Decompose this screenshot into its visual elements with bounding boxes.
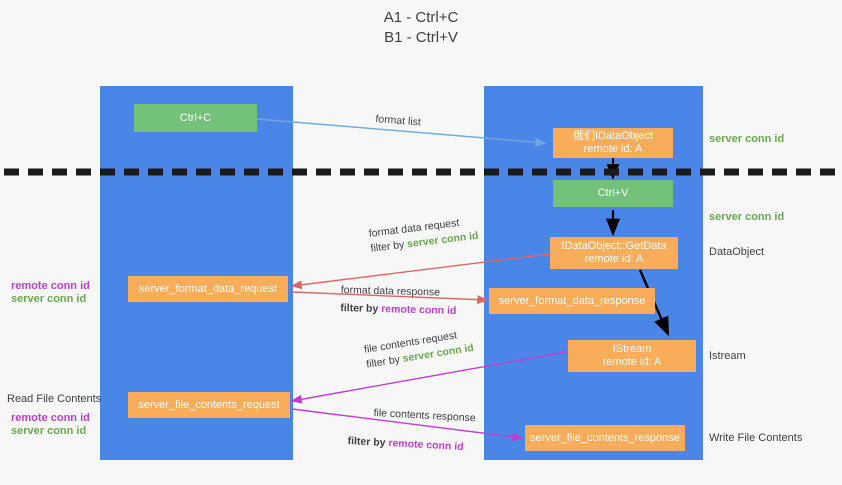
edge-label-file-contents-response-title: file contents response <box>373 406 476 425</box>
box-idataobject-getdata[interactable]: IDataObject::GetData remote id: A <box>550 237 678 269</box>
edge-label-format-data-response-filter: filter by remote conn id <box>340 301 456 319</box>
box-idataobject[interactable]: 俄们IDataObject remote id: A <box>553 128 673 158</box>
edge-label-file-contents-response: file contents response <box>373 406 476 426</box>
page-title: A1 - Ctrl+C B1 - Ctrl+V <box>383 9 459 46</box>
edge-label-format-data-response: format data response filter by remote co… <box>340 283 457 319</box>
box-ctrl-c[interactable]: Ctrl+C <box>134 104 257 132</box>
box-server-file-contents-request[interactable]: server_file_contents_request <box>128 392 290 418</box>
note-server-conn-id-top: server conn id <box>709 133 785 145</box>
box-server-file-contents-response[interactable]: server_file_contents_response <box>525 425 685 451</box>
edge-label-format-list: format list <box>374 112 422 129</box>
note-read-file-contents: Read File Contents <box>7 393 102 405</box>
edge-label-file-contents-request: file contents request filter by server c… <box>363 326 475 373</box>
note-remote-conn-id-mid: remote conn id <box>11 280 90 292</box>
note-server-conn-id-mid-left: server conn id <box>11 293 87 305</box>
note-remote-conn-id-bottom: remote conn id <box>11 412 90 424</box>
filter-prefix: filter by <box>369 238 408 255</box>
box-server-format-data-response[interactable]: server_format_data_response <box>489 288 655 314</box>
box-istream[interactable]: IStream remote id: A <box>568 340 696 372</box>
note-istream: Istream <box>709 350 746 362</box>
note-server-conn-id-mid: server conn id <box>709 211 785 223</box>
edge-label-format-data-response-title: format data response <box>340 283 441 299</box>
note-server-conn-id-bottom: server conn id <box>11 425 87 437</box>
note-write-file-contents: Write File Contents <box>709 432 803 444</box>
edge-label-format-data-request: format data request filter by server con… <box>368 214 479 257</box>
note-dataobject: DataObject <box>709 246 765 258</box>
box-ctrl-v[interactable]: Ctrl+V <box>553 180 673 207</box>
filter-prefix: filter by <box>347 434 389 450</box>
filter-prefix: filter by <box>340 301 382 316</box>
edge-label-file-contents-response-filter: filter by remote conn id <box>347 434 464 455</box>
box-server-format-data-request[interactable]: server_format_data_request <box>128 276 288 302</box>
filter-value-remote-conn-id: remote conn id <box>388 437 464 454</box>
filter-value-remote-conn-id: remote conn id <box>381 303 457 318</box>
